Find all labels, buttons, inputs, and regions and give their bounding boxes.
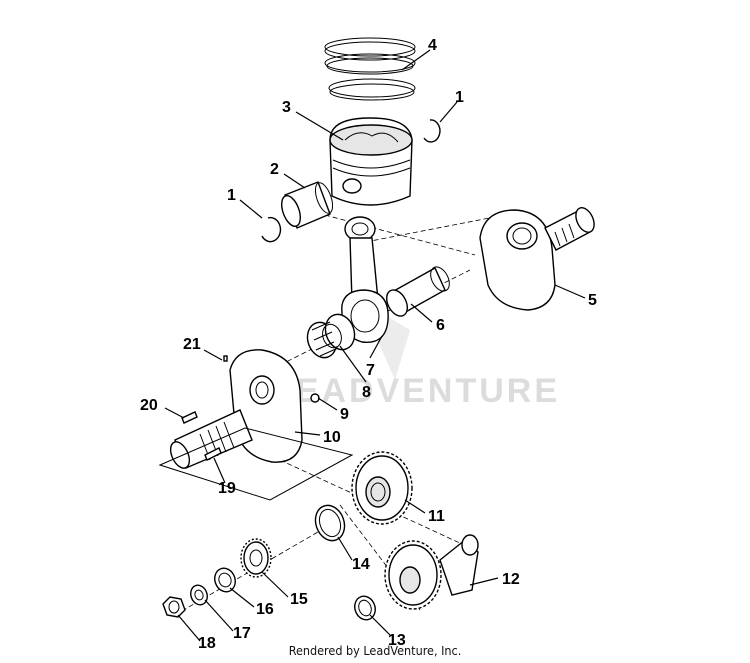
- timing-sprocket: [240, 538, 272, 578]
- callout-11: 11: [428, 508, 445, 525]
- callout-17: 17: [233, 625, 251, 642]
- callout-13: 13: [388, 632, 406, 649]
- piston-pin: [281, 181, 334, 229]
- callout-5: 5: [588, 292, 597, 309]
- circlip-right: [423, 119, 441, 143]
- callout-10: 10: [323, 429, 341, 446]
- washer-13: [354, 595, 376, 621]
- callout-4: 4: [428, 37, 437, 54]
- needle-bearing: [306, 313, 356, 359]
- dowel-pin: [310, 393, 320, 403]
- washer-17: [190, 584, 208, 606]
- crank-half-left: [169, 349, 303, 469]
- crank-pin: [385, 266, 450, 317]
- callout-21: 21: [183, 336, 201, 353]
- balancer-shaft-gear: [384, 534, 479, 610]
- callout-12: 12: [502, 571, 520, 588]
- callout-20: 20: [140, 397, 158, 414]
- lock-washer: [214, 567, 236, 593]
- thrust-washer: [314, 504, 346, 542]
- piston-rings: [324, 37, 416, 101]
- circlip-left: [261, 216, 282, 243]
- callout-14: 14: [352, 556, 370, 573]
- callout-3: 3: [282, 99, 291, 116]
- callout-6: 6: [436, 317, 445, 334]
- rendered-by-footer: Rendered by LeadVenture, Inc.: [288, 643, 462, 658]
- callout-9: 9: [340, 406, 349, 423]
- callout-2: 2: [270, 161, 279, 178]
- svg-text:LEADVENTURE: LEADVENTURE: [272, 372, 560, 410]
- callout-19: 19: [218, 480, 236, 497]
- nut: [162, 596, 186, 618]
- callout-7: 7: [366, 362, 375, 379]
- connecting-rod: [341, 216, 389, 344]
- callout-8: 8: [362, 384, 371, 401]
- piston: [329, 117, 413, 206]
- callout-15: 15: [290, 591, 308, 608]
- callout-1-right: 1: [455, 89, 464, 106]
- callout-1-left: 1: [227, 187, 236, 204]
- leader-lines: [164, 49, 586, 642]
- crank-half-right: [479, 207, 595, 311]
- callout-16: 16: [256, 601, 274, 618]
- callout-18: 18: [198, 635, 216, 652]
- callouts: 4 1 3 2 1 5 6 7 8 9 10 19 20 21 11 14 12…: [140, 37, 597, 652]
- primary-drive-gear: [351, 451, 413, 525]
